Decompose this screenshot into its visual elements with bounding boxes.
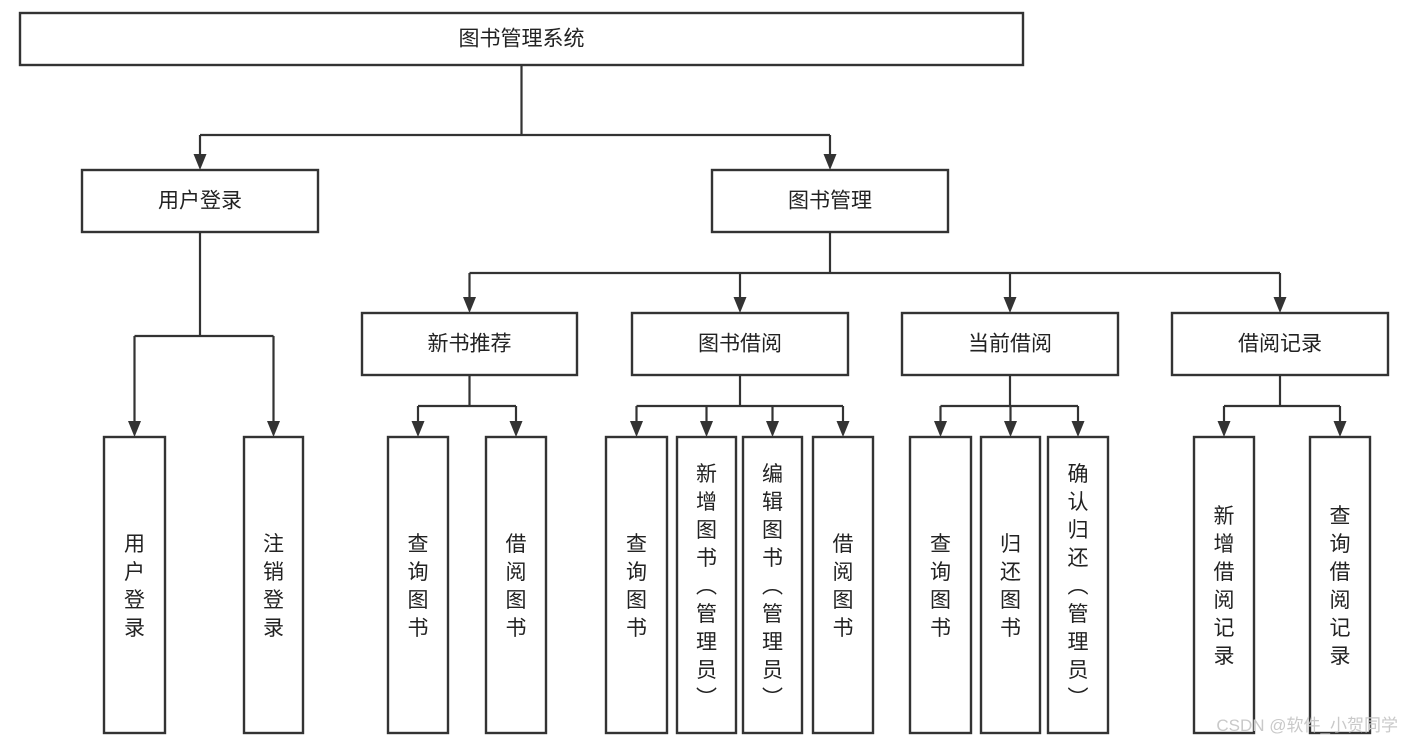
node-leaf-user-logout-box[interactable] — [242, 435, 305, 735]
connector-arrowhead — [267, 421, 280, 437]
node-leaf-confirm-return-admin[interactable]: 确认归还︵管理员︶ — [1046, 435, 1110, 735]
node-book-borrow[interactable]: 图书借阅 — [630, 311, 850, 377]
connector-edges — [128, 65, 1347, 437]
node-leaf-query-book-cur-label: 查询图书 — [930, 533, 951, 640]
node-book-borrow-label: 图书借阅 — [698, 333, 782, 356]
node-leaf-borrow-book-label: 借阅图书 — [833, 533, 854, 640]
connector-arrowhead — [733, 297, 747, 313]
node-leaf-query-book-borrow-box[interactable] — [604, 435, 669, 735]
node-new-book-recommend-box[interactable] — [360, 311, 579, 377]
node-borrow-record-box[interactable] — [1170, 311, 1390, 377]
node-current-borrow-box[interactable] — [900, 311, 1120, 377]
node-leaf-edit-book-admin-label: 编辑图书︵管理员︶ — [762, 463, 783, 710]
node-leaf-query-book-rec-label: 查询图书 — [408, 533, 429, 640]
node-leaf-add-book-admin-box[interactable] — [675, 435, 738, 735]
connector-arrowhead — [1217, 421, 1231, 437]
node-leaf-query-book-rec-box[interactable] — [386, 435, 450, 735]
root-node-system[interactable]: 图书管理系统 — [18, 11, 1025, 67]
connector-arrowhead — [1333, 421, 1347, 437]
node-borrow-record-label: 借阅记录 — [1238, 333, 1322, 356]
connector-arrowhead — [630, 421, 643, 437]
node-leaf-query-book-cur-box[interactable] — [908, 435, 973, 735]
node-leaf-query-borrow-record-label: 查询借阅记录 — [1330, 505, 1351, 668]
node-book-borrow-box[interactable] — [630, 311, 850, 377]
node-leaf-add-borrow-record-box[interactable] — [1192, 435, 1256, 735]
root-node-system-box[interactable] — [18, 11, 1025, 67]
connector-arrowhead — [823, 154, 837, 170]
node-leaf-borrow-book[interactable]: 借阅图书 — [811, 435, 875, 735]
diagram-nodes: 图书管理系统用户登录图书管理新书推荐图书借阅当前借阅借阅记录用户登录注销登录查询… — [18, 11, 1390, 735]
connector-arrowhead — [411, 421, 425, 437]
node-borrow-record[interactable]: 借阅记录 — [1170, 311, 1390, 377]
node-leaf-query-book-borrow[interactable]: 查询图书 — [604, 435, 669, 735]
connector-arrowhead — [766, 421, 779, 437]
node-new-book-recommend-label: 新书推荐 — [428, 333, 512, 356]
node-leaf-user-logout-label: 注销登录 — [263, 533, 284, 640]
connector-arrowhead — [836, 421, 850, 437]
connector-arrowhead — [1004, 421, 1017, 437]
connector-arrowhead — [1003, 297, 1017, 313]
node-leaf-edit-book-admin-box[interactable] — [741, 435, 804, 735]
node-leaf-add-book-admin-label: 新增图书︵管理员︶ — [696, 463, 717, 710]
node-user-login[interactable]: 用户登录 — [80, 168, 320, 234]
node-book-manage-label: 图书管理 — [788, 190, 872, 213]
node-leaf-return-book-label: 归还图书 — [1000, 533, 1021, 640]
node-user-login-label: 用户登录 — [158, 190, 242, 213]
node-leaf-borrow-book-rec-label: 借阅图书 — [506, 533, 527, 640]
connector-arrowhead — [934, 421, 947, 437]
root-node-system-label: 图书管理系统 — [459, 28, 585, 51]
connector-arrowhead — [1071, 421, 1085, 437]
connector-arrowhead — [1273, 297, 1287, 313]
node-leaf-borrow-book-box[interactable] — [811, 435, 875, 735]
node-leaf-query-book-rec[interactable]: 查询图书 — [386, 435, 450, 735]
node-leaf-query-borrow-record-box[interactable] — [1308, 435, 1372, 735]
node-leaf-edit-book-admin[interactable]: 编辑图书︵管理员︶ — [741, 435, 804, 735]
csdn-watermark: CSDN @软件_小贺同学 — [1216, 716, 1398, 735]
node-leaf-add-borrow-record-label: 新增借阅记录 — [1214, 505, 1235, 668]
node-leaf-user-logout[interactable]: 注销登录 — [242, 435, 305, 735]
node-leaf-borrow-book-rec[interactable]: 借阅图书 — [484, 435, 548, 735]
node-leaf-user-login[interactable]: 用户登录 — [102, 435, 167, 735]
node-current-borrow-label: 当前借阅 — [968, 333, 1052, 356]
connector-arrowhead — [128, 421, 141, 437]
node-leaf-query-book-borrow-label: 查询图书 — [626, 533, 647, 640]
node-leaf-query-borrow-record[interactable]: 查询借阅记录 — [1308, 435, 1372, 735]
node-leaf-user-login-label: 用户登录 — [124, 533, 145, 640]
node-leaf-borrow-book-rec-box[interactable] — [484, 435, 548, 735]
node-leaf-return-book[interactable]: 归还图书 — [979, 435, 1042, 735]
connector-arrowhead — [463, 297, 476, 313]
connector-arrowhead — [700, 421, 713, 437]
node-leaf-query-book-cur[interactable]: 查询图书 — [908, 435, 973, 735]
node-book-manage[interactable]: 图书管理 — [710, 168, 950, 234]
node-leaf-confirm-return-admin-box[interactable] — [1046, 435, 1110, 735]
node-leaf-add-borrow-record[interactable]: 新增借阅记录 — [1192, 435, 1256, 735]
node-user-login-box[interactable] — [80, 168, 320, 234]
node-leaf-confirm-return-admin-label: 确认归还︵管理员︶ — [1068, 463, 1089, 710]
connector-arrowhead — [193, 154, 207, 170]
node-leaf-user-login-box[interactable] — [102, 435, 167, 735]
node-leaf-return-book-box[interactable] — [979, 435, 1042, 735]
node-current-borrow[interactable]: 当前借阅 — [900, 311, 1120, 377]
node-new-book-recommend[interactable]: 新书推荐 — [360, 311, 579, 377]
node-leaf-add-book-admin[interactable]: 新增图书︵管理员︶ — [675, 435, 738, 735]
connector-arrowhead — [509, 421, 523, 437]
node-book-manage-box[interactable] — [710, 168, 950, 234]
